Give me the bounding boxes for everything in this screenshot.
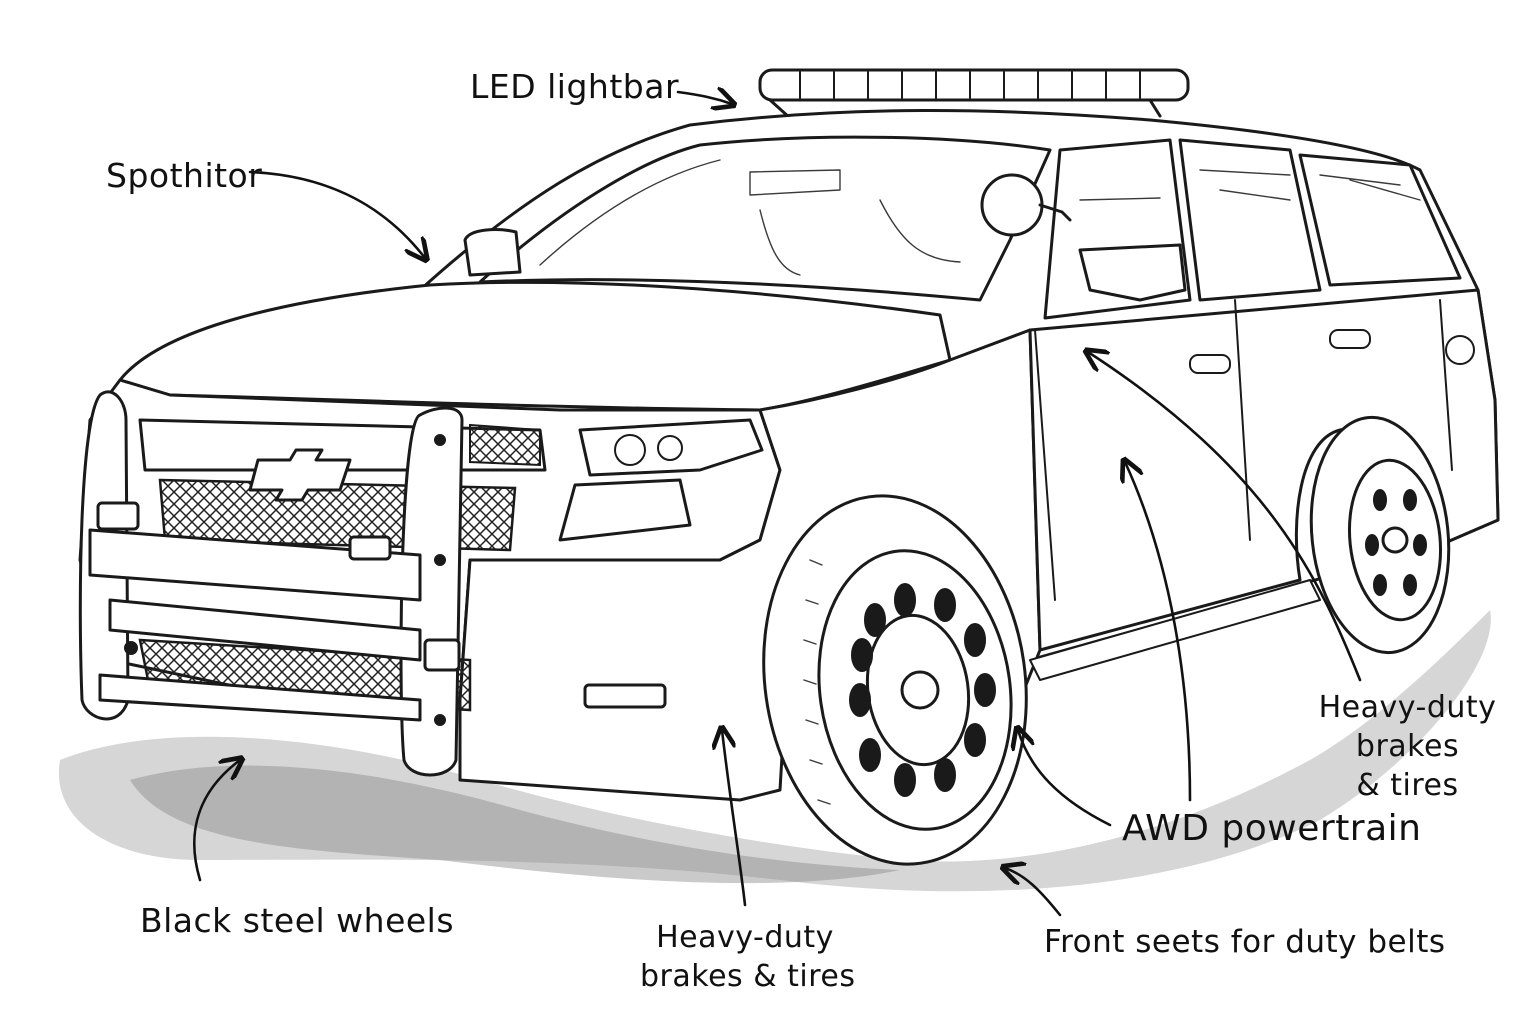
headlight xyxy=(558,418,764,709)
arrow-brakes-rear xyxy=(1088,352,1362,682)
callout-brakes-rear: Heavy-duty brakes & tires xyxy=(1305,688,1510,805)
callout-lightbar: LED lightbar xyxy=(470,67,680,106)
callout-brakes-rear-line-1: Heavy-duty xyxy=(1318,690,1497,725)
callout-seats: Front seets for duty belts xyxy=(1044,924,1446,960)
ground-shadow xyxy=(58,610,1491,892)
callout-brakes-rear-line-2: brakes xyxy=(1355,729,1460,764)
arrow-powertrain-1 xyxy=(1018,730,1112,827)
front-wheel xyxy=(762,494,1028,866)
callout-brakes-rear-line-3: & tires xyxy=(1356,768,1459,803)
callout-brakes-front: Heavy-duty brakes & tires xyxy=(640,918,856,996)
led-lightbar xyxy=(758,68,1190,120)
push-bumper xyxy=(78,390,464,777)
arrow-wheels xyxy=(193,760,240,882)
spotlight xyxy=(980,173,1072,237)
callout-arrows xyxy=(193,92,1362,917)
callout-spotlight: Spothitor xyxy=(106,156,263,195)
callout-wheels: Black steel wheels xyxy=(140,901,455,940)
callout-powertrain: AWD powertrain xyxy=(1122,808,1422,849)
side-mirror xyxy=(463,228,1187,302)
callout-brakes-front-line-1: Heavy-duty xyxy=(656,920,834,955)
arrow-spotlight xyxy=(248,170,425,258)
arrow-seats xyxy=(1005,868,1062,917)
bowtie-emblem-icon xyxy=(248,448,352,502)
arrow-lightbar xyxy=(676,92,732,104)
arrow-powertrain-2 xyxy=(1125,462,1192,802)
arrow-brakes-front xyxy=(722,730,747,907)
rear-wheel xyxy=(1309,415,1451,655)
callout-brakes-front-line-2: brakes & tires xyxy=(640,959,856,994)
